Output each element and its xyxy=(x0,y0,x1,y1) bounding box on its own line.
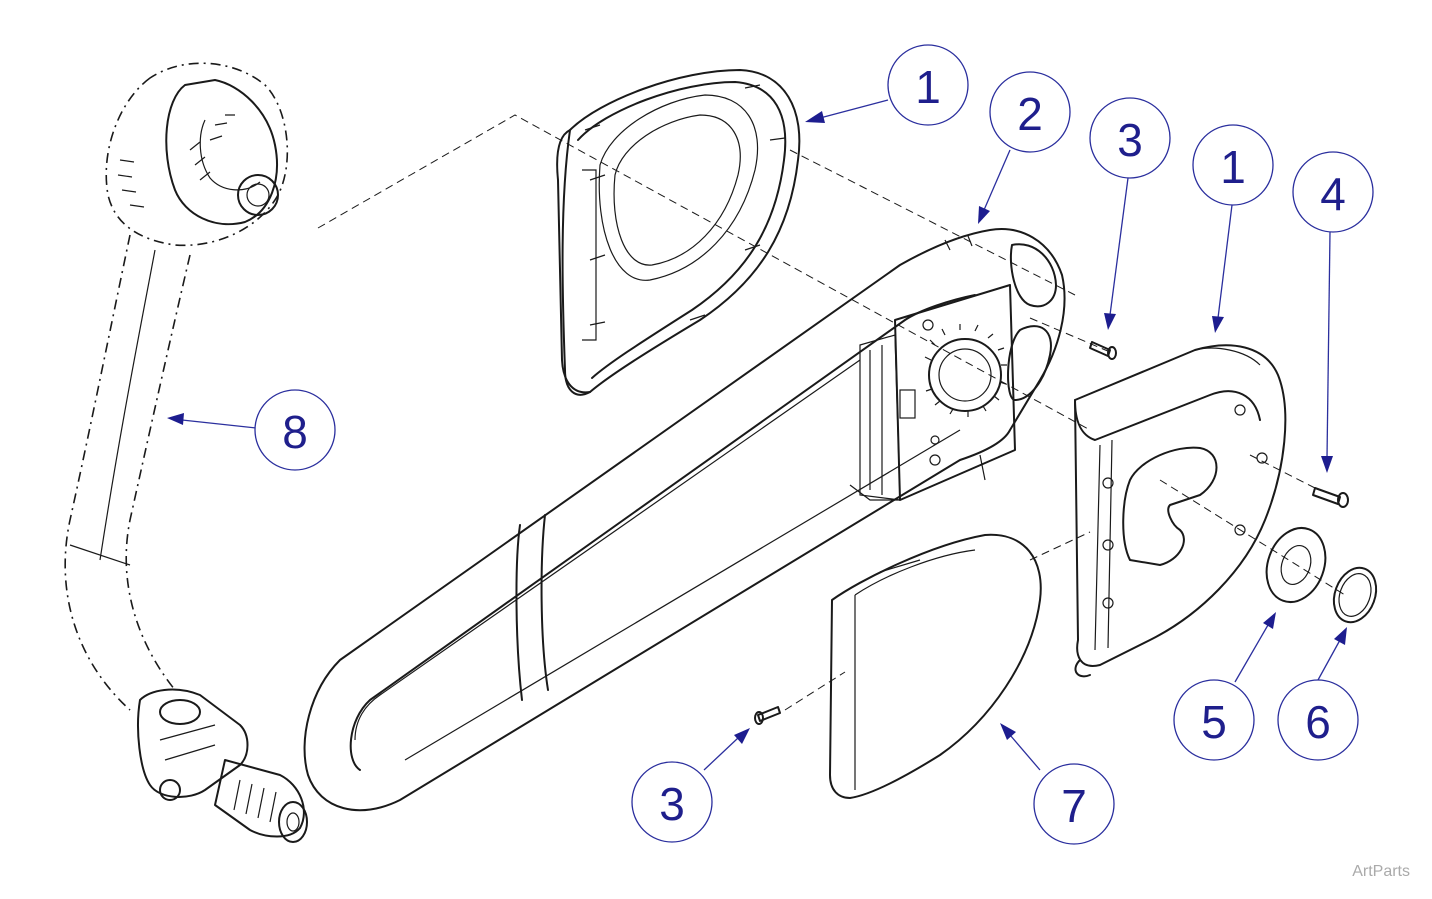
callout-label-6: 6 xyxy=(1305,696,1331,748)
part-inner-shroud xyxy=(556,69,801,396)
callout-balloon-6: 6 xyxy=(1277,679,1359,761)
callout-balloon-1-upper: 1 xyxy=(887,44,969,126)
callout-label-1-right: 1 xyxy=(1220,141,1246,193)
callout-label-2: 2 xyxy=(1017,88,1043,140)
callout-balloon-1-right: 1 xyxy=(1192,124,1274,206)
callout-label-7: 7 xyxy=(1061,780,1087,832)
callout-label-1-upper: 1 xyxy=(915,61,941,113)
callout-label-3-upper: 3 xyxy=(1117,114,1143,166)
callout-label-5: 5 xyxy=(1201,696,1227,748)
callout-balloon-2: 2 xyxy=(989,71,1071,153)
watermark: ArtParts xyxy=(1352,863,1410,880)
part-retaining-clip xyxy=(1332,566,1378,624)
callout-label-3-lower: 3 xyxy=(659,778,685,830)
part-screw-right xyxy=(1312,487,1349,508)
part-outer-shroud xyxy=(1074,344,1287,678)
part-screw-upper xyxy=(1089,341,1117,360)
leader-lines xyxy=(167,99,1347,771)
callout-label-8: 8 xyxy=(282,406,308,458)
callout-balloon-5: 5 xyxy=(1173,679,1255,761)
part-arm-assembly xyxy=(64,62,308,843)
callout-balloon-7: 7 xyxy=(1033,763,1115,845)
callout-balloon-3-lower: 3 xyxy=(631,761,713,843)
callout-balloon-8: 8 xyxy=(254,389,336,471)
part-washer xyxy=(1265,527,1327,603)
callout-label-4: 4 xyxy=(1320,168,1346,220)
callout-balloon-3-upper: 3 xyxy=(1089,97,1171,179)
part-main-frame xyxy=(303,228,1066,812)
callout-balloon-4: 4 xyxy=(1292,151,1374,233)
part-cover-panel xyxy=(829,533,1042,799)
assembly-centerlines xyxy=(317,114,1346,711)
part-screw-lower xyxy=(754,706,781,725)
